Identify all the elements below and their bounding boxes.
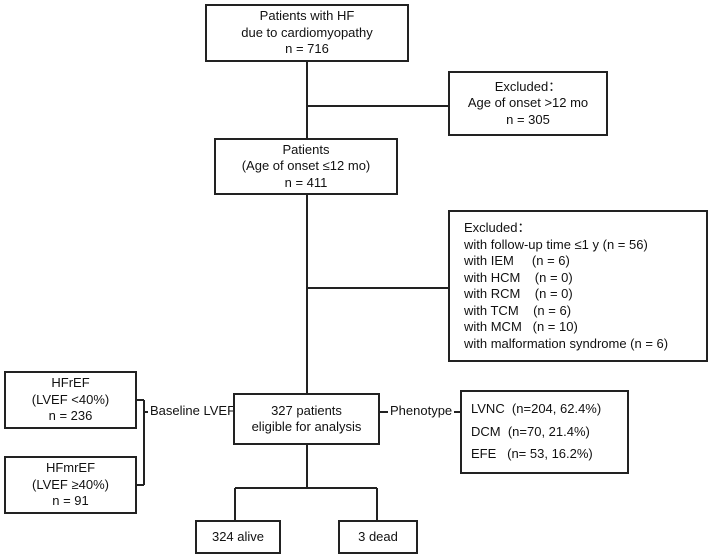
hfmref-line-3: n = 91 bbox=[52, 493, 89, 509]
alive-box: 324 alive bbox=[195, 520, 281, 554]
hfref-line-3: n = 236 bbox=[48, 408, 93, 424]
patients-hf-line-3: n = 716 bbox=[285, 41, 329, 57]
hfref-line-1: HFrEF bbox=[51, 375, 90, 391]
hfmref-box: HFmrEF (LVEF ≥40%) n = 91 bbox=[4, 456, 137, 514]
hfref-box: HFrEF (LVEF <40%) n = 236 bbox=[4, 371, 137, 429]
eligible-box: 327 patients eligible for analysis bbox=[233, 393, 380, 445]
excluded-other-line-3: with IEM (n = 6) bbox=[464, 253, 570, 268]
patients-hf-line-2: due to cardiomyopathy bbox=[241, 24, 373, 40]
alive-label: 324 alive bbox=[211, 528, 265, 544]
excluded-other-line-2: with follow-up time ≤1 y (n = 56) bbox=[464, 236, 648, 252]
excluded-other-line-5: with RCM (n = 0) bbox=[464, 286, 573, 301]
excluded-age-line-1: Excluded： bbox=[494, 78, 562, 94]
patients-onset-line-1: Patients bbox=[282, 141, 330, 157]
excluded-age-line-3: n = 305 bbox=[506, 111, 550, 127]
excluded-age-line-2: Age of onset >12 mo bbox=[467, 95, 589, 111]
phenotype-label: Phenotype bbox=[388, 403, 455, 418]
dead-label: 3 dead bbox=[358, 528, 398, 544]
excluded-other-line-7: with MCM (n = 10) bbox=[464, 319, 578, 334]
excluded-other-line-8: with malformation syndrome (n = 6) bbox=[464, 335, 669, 351]
phenotype-line-2: DCM (n=70, 21.4%) bbox=[471, 423, 590, 439]
phenotype-line-3: EFE (n= 53, 16.2%) bbox=[471, 446, 593, 462]
excluded-age-box: Excluded： Age of onset >12 mo n = 305 bbox=[448, 71, 608, 136]
excluded-other-box: Excluded： with follow-up time ≤1 y (n = … bbox=[448, 210, 708, 362]
hfref-line-2: (LVEF <40%) bbox=[31, 391, 110, 407]
baseline-lvef-label: Baseline LVEF bbox=[148, 403, 238, 418]
dead-box: 3 dead bbox=[338, 520, 418, 554]
patients-hf-box: Patients with HF due to cardiomyopathy n… bbox=[205, 4, 409, 62]
eligible-line-1: 327 patients bbox=[271, 402, 342, 418]
patients-hf-line-1: Patients with HF bbox=[259, 8, 355, 24]
patients-onset-line-2: (Age of onset ≤12 mo) bbox=[241, 158, 371, 174]
phenotype-box: LVNC (n=204, 62.4%) DCM (n=70, 21.4%) EF… bbox=[460, 390, 629, 474]
excluded-other-line-6: with TCM (n = 6) bbox=[464, 302, 572, 318]
phenotype-line-1: LVNC (n=204, 62.4%) bbox=[471, 401, 602, 417]
patients-onset-box: Patients (Age of onset ≤12 mo) n = 411 bbox=[214, 138, 398, 195]
eligible-line-2: eligible for analysis bbox=[251, 419, 362, 434]
patients-onset-line-3: n = 411 bbox=[284, 174, 328, 190]
hfmref-line-2: (LVEF ≥40%) bbox=[32, 476, 109, 492]
hfmref-line-1: HFmrEF bbox=[45, 460, 96, 476]
excluded-other-line-1: Excluded： bbox=[464, 220, 531, 235]
excluded-other-line-4: with HCM (n = 0) bbox=[464, 269, 573, 285]
